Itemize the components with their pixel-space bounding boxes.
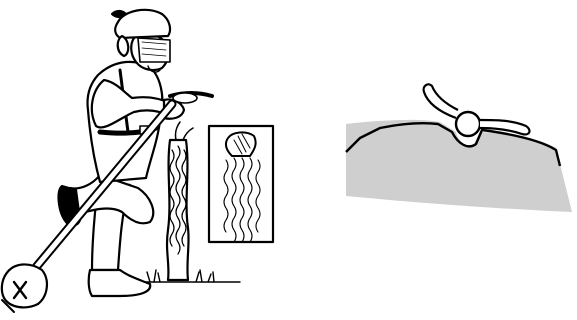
blade-arm-left: [424, 84, 458, 118]
blade-arm-right: [480, 120, 529, 134]
worker-trimming-tree-icon: [2, 10, 240, 312]
ear-muff: [118, 36, 129, 56]
blade-hub: [456, 112, 480, 136]
saw-blade-on-log-icon: [346, 84, 572, 212]
cut-detail-inset: [209, 126, 273, 242]
ground-grass: [140, 270, 240, 282]
tree-trunk: [167, 122, 193, 280]
worker-back-boot: [89, 270, 151, 296]
